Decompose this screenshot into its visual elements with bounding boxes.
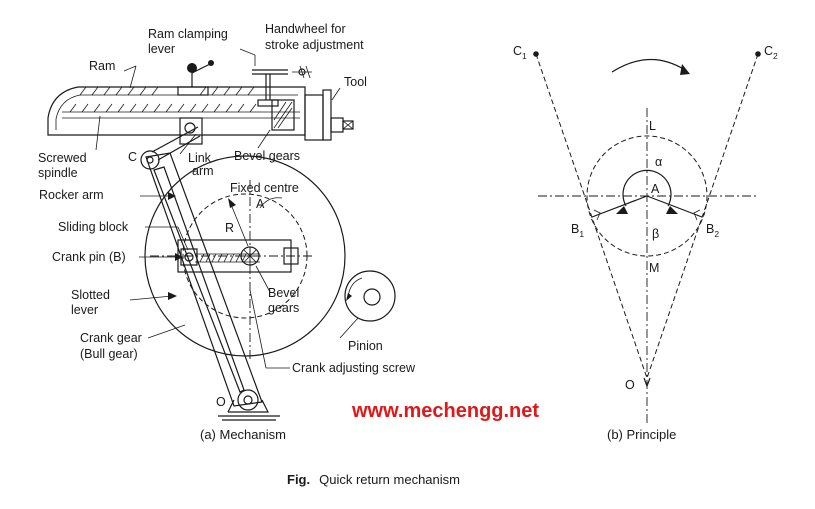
label-handwheel-2: stroke adjustment bbox=[265, 38, 364, 52]
label-l: L bbox=[649, 119, 656, 133]
label-bevel-gears-top: Bevel gears bbox=[234, 149, 300, 163]
caption-mechanism: (a) Mechanism bbox=[200, 427, 286, 442]
label-pinion: Pinion bbox=[348, 339, 383, 353]
label-c2: C2 bbox=[764, 44, 778, 61]
mechanism-drawing: Ram Ram clamping lever Handwheel for str… bbox=[38, 22, 416, 442]
label-crank-adjusting-screw: Crank adjusting screw bbox=[292, 361, 416, 375]
label-ram-clamping-lever-2: lever bbox=[148, 42, 175, 56]
ram-body bbox=[47, 86, 354, 141]
label-r: R bbox=[225, 221, 234, 235]
label-b2: B2 bbox=[706, 222, 719, 239]
label-o-mechanism: O bbox=[216, 395, 226, 409]
ram-clamping-lever bbox=[177, 60, 214, 145]
label-ram-clamping-lever-1: Ram clamping bbox=[148, 27, 228, 41]
label-a-principle: A bbox=[651, 182, 660, 196]
leader-lines bbox=[95, 48, 359, 369]
label-ram: Ram bbox=[89, 59, 115, 73]
principle-drawing: C1 C2 L α A B1 B2 β M O (b) Principle bbox=[513, 44, 778, 442]
slotted-lever bbox=[140, 126, 280, 421]
crank-radius-arrows bbox=[228, 197, 283, 247]
figure-caption: Fig.Quick return mechanism bbox=[287, 472, 460, 487]
label-screwed-spindle-2: spindle bbox=[38, 166, 78, 180]
label-bevel-gears-mid-2: gears bbox=[268, 301, 299, 315]
label-m: M bbox=[649, 261, 659, 275]
crank-circle bbox=[586, 135, 708, 257]
label-alpha: α bbox=[655, 155, 662, 169]
label-beta: β bbox=[652, 227, 659, 241]
label-handwheel-1: Handwheel for bbox=[265, 22, 346, 36]
label-c1: C1 bbox=[513, 44, 527, 61]
label-b1: B1 bbox=[571, 222, 584, 239]
label-c: C bbox=[128, 150, 137, 164]
label-rocker-arm: Rocker arm bbox=[39, 188, 104, 202]
label-crank-gear-2: (Bull gear) bbox=[80, 347, 138, 361]
point-c1 bbox=[533, 51, 539, 57]
caption-principle: (b) Principle bbox=[607, 427, 676, 442]
label-screwed-spindle-1: Screwed bbox=[38, 151, 87, 165]
label-o-principle: O bbox=[625, 378, 635, 392]
watermark: www.mechengg.net bbox=[351, 400, 539, 422]
label-a-mechanism: A bbox=[256, 197, 265, 211]
label-link-arm-2: arm bbox=[192, 164, 214, 178]
handwheel bbox=[252, 65, 312, 107]
point-c2 bbox=[755, 51, 761, 57]
label-fixed-centre: Fixed centre bbox=[230, 181, 299, 195]
label-slotted-lever-1: Slotted bbox=[71, 288, 110, 302]
label-sliding-block: Sliding block bbox=[58, 220, 129, 234]
label-tool: Tool bbox=[344, 75, 367, 89]
pinion bbox=[344, 270, 396, 322]
ram-hatching bbox=[69, 86, 257, 113]
label-link-arm-1: Link bbox=[188, 151, 212, 165]
label-slotted-lever-2: lever bbox=[71, 303, 98, 317]
label-crank-gear-1: Crank gear bbox=[80, 331, 142, 345]
label-bevel-gears-mid-1: Bevel bbox=[268, 286, 299, 300]
label-crank-pin: Crank pin (B) bbox=[52, 250, 126, 264]
